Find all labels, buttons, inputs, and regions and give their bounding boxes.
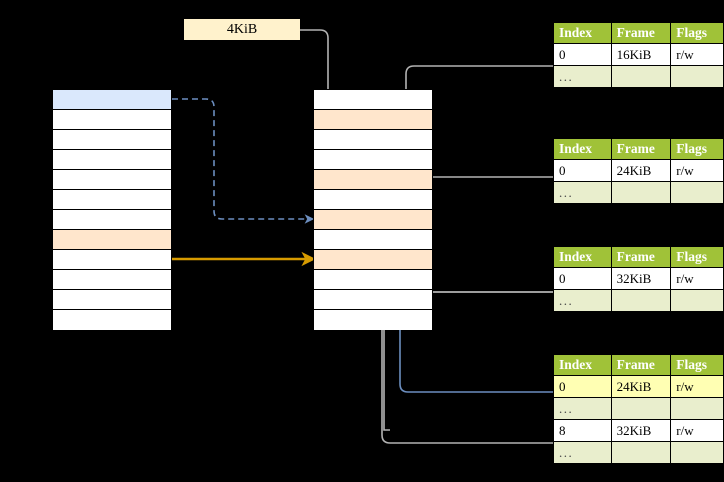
cell-frame: [610, 441, 672, 464]
cell-frame: [610, 65, 672, 88]
cell-flags: r/w: [670, 43, 724, 66]
cell-frame: 24KiB: [610, 375, 672, 398]
memory-row[interactable]: [53, 230, 171, 250]
cell-frame: [610, 181, 672, 204]
column-header-flags: Flags: [670, 246, 724, 268]
page-directory-left[interactable]: [52, 89, 172, 330]
memory-row[interactable]: [314, 150, 432, 170]
column-header-frame: Frame: [610, 246, 672, 268]
memory-row[interactable]: [314, 210, 432, 230]
cell-flags: [670, 441, 724, 464]
size-label-text: 4KiB: [226, 22, 258, 37]
cell-index: 0: [553, 159, 612, 182]
cell-flags: r/w: [670, 267, 724, 290]
table-row-ellipsis[interactable]: ...: [553, 441, 724, 464]
column-header-frame: Frame: [610, 354, 672, 376]
cell-index: ...: [553, 441, 612, 464]
column-header-index: Index: [553, 354, 612, 376]
memory-row[interactable]: [314, 190, 432, 210]
memory-row[interactable]: [53, 210, 171, 230]
table-row-ellipsis[interactable]: ...: [553, 289, 724, 312]
cell-index: 8: [553, 419, 612, 442]
cell-frame: [610, 397, 672, 420]
cell-flags: r/w: [670, 419, 724, 442]
cell-index: 0: [553, 375, 612, 398]
memory-row[interactable]: [53, 170, 171, 190]
column-header-flags: Flags: [670, 138, 724, 160]
column-header-index: Index: [553, 138, 612, 160]
cell-flags: [670, 289, 724, 312]
cell-frame: 24KiB: [610, 159, 672, 182]
cell-index: ...: [553, 397, 612, 420]
memory-row[interactable]: [314, 250, 432, 270]
page-table-middle[interactable]: [313, 89, 433, 330]
memory-row[interactable]: [53, 290, 171, 310]
cell-flags: [670, 181, 724, 204]
column-header-frame: Frame: [610, 22, 672, 44]
table-row-ellipsis[interactable]: ...: [553, 397, 724, 420]
cell-index: ...: [553, 65, 612, 88]
cell-flags: r/w: [670, 375, 724, 398]
column-header-frame: Frame: [610, 138, 672, 160]
memory-row[interactable]: [53, 270, 171, 290]
cell-flags: r/w: [670, 159, 724, 182]
memory-row[interactable]: [314, 170, 432, 190]
memory-row[interactable]: [314, 230, 432, 250]
column-header-index: Index: [553, 22, 612, 44]
cell-index: ...: [553, 289, 612, 312]
column-header-flags: Flags: [670, 22, 724, 44]
cell-index: 0: [553, 267, 612, 290]
cell-index: ...: [553, 181, 612, 204]
cell-frame: [610, 289, 672, 312]
cell-index: 0: [553, 43, 612, 66]
memory-row[interactable]: [53, 150, 171, 170]
memory-row[interactable]: [314, 290, 432, 310]
column-header-flags: Flags: [670, 354, 724, 376]
memory-row[interactable]: [314, 130, 432, 150]
memory-row[interactable]: [314, 110, 432, 130]
table-row-ellipsis[interactable]: ...: [553, 181, 724, 204]
gray-pt2-to-middle-row7: [413, 176, 553, 216]
blue-dashed-left-to-middle: [172, 98, 315, 224]
column-header-index: Index: [553, 246, 612, 268]
memory-row[interactable]: [314, 270, 432, 290]
cell-frame: 32KiB: [610, 267, 672, 290]
cell-frame: 32KiB: [610, 419, 672, 442]
memory-row[interactable]: [53, 110, 171, 130]
cell-flags: [670, 65, 724, 88]
cell-flags: [670, 397, 724, 420]
memory-row[interactable]: [314, 90, 432, 110]
memory-row[interactable]: [53, 130, 171, 150]
table-row-ellipsis[interactable]: ...: [553, 65, 724, 88]
memory-row[interactable]: [53, 250, 171, 270]
memory-row[interactable]: [53, 90, 171, 110]
memory-row[interactable]: [314, 310, 432, 330]
size-label-4kib: 4KiB: [184, 19, 300, 40]
cell-frame: 16KiB: [610, 43, 672, 66]
memory-row[interactable]: [53, 190, 171, 210]
memory-row[interactable]: [53, 310, 171, 330]
